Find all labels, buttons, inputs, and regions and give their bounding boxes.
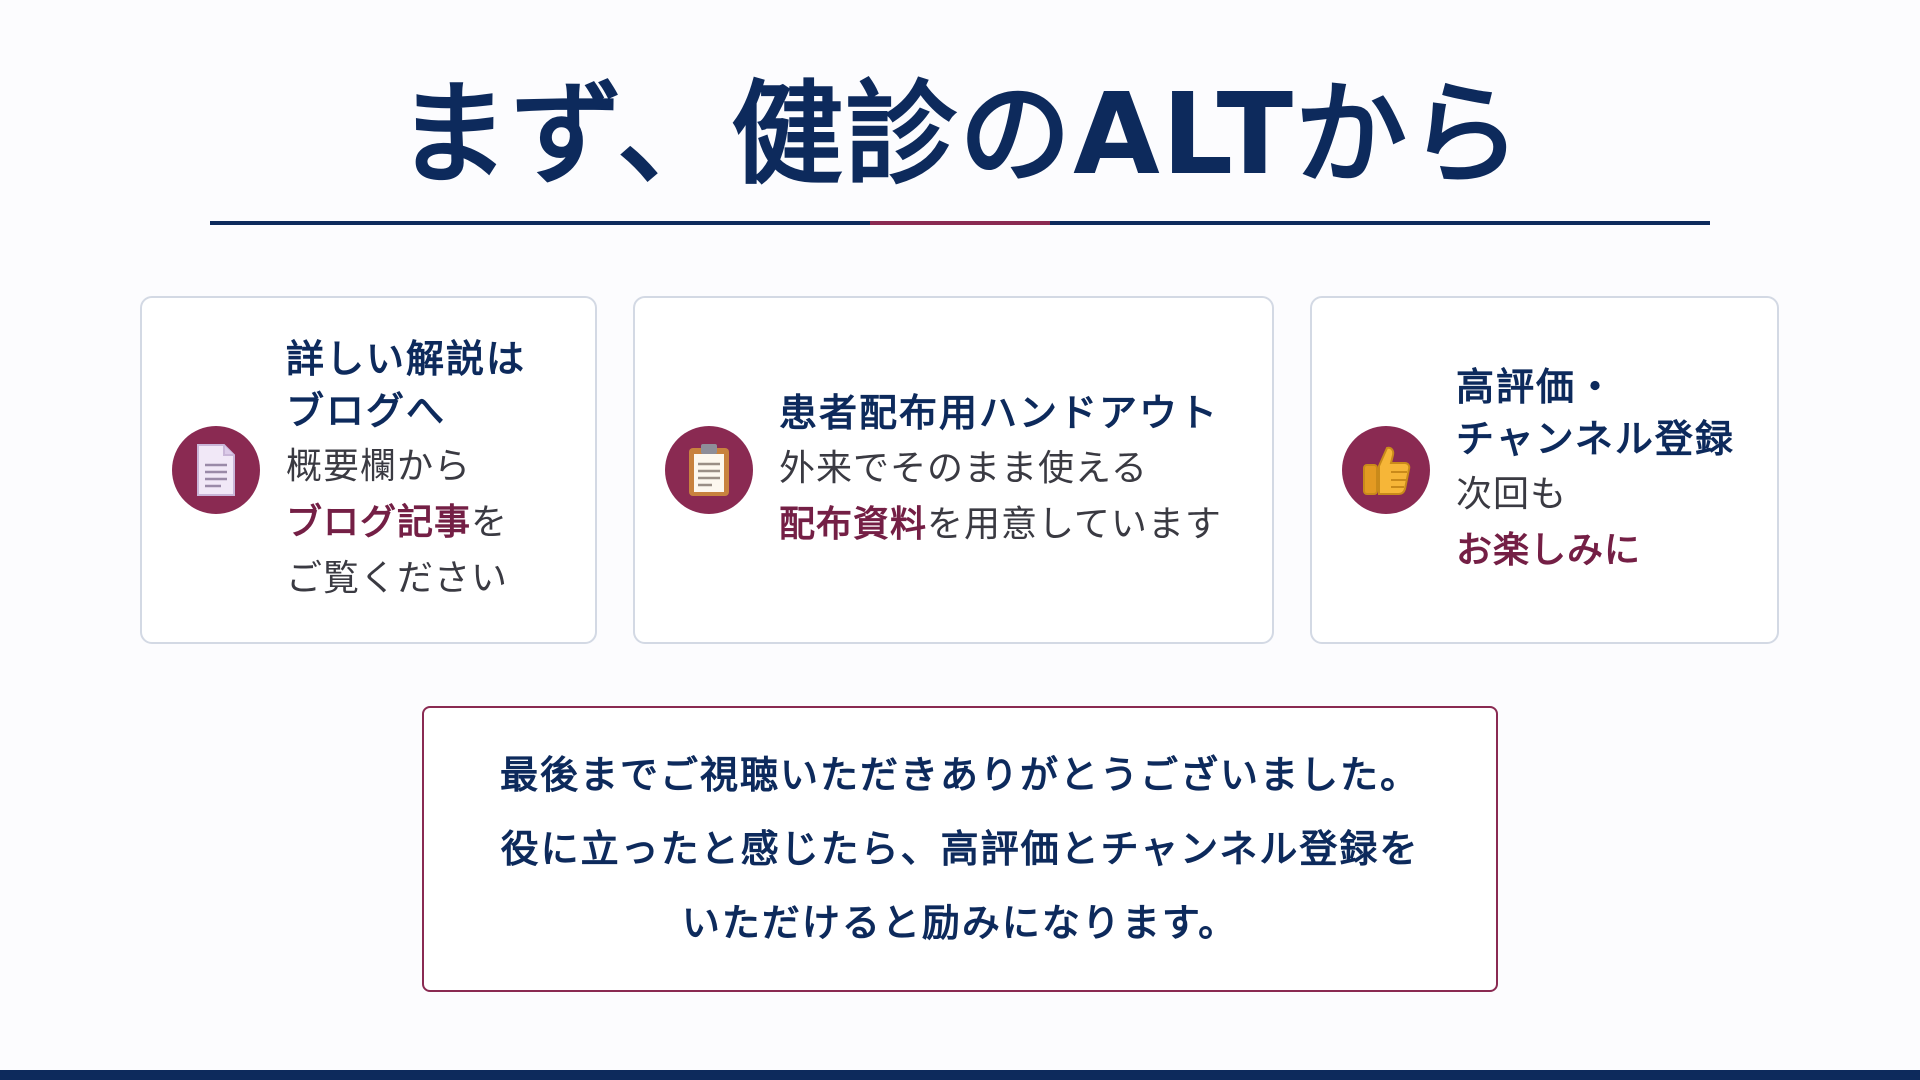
handout-card-text: 患者配布用ハンドアウト 外来でそのまま使える 配布資料を用意しています <box>779 387 1222 553</box>
blog-icon-badge <box>172 426 260 514</box>
handout-card-heading: 患者配布用ハンドアウト <box>779 391 1220 435</box>
thanks-line-2: 役に立ったと感じたら、高評価とチャンネル登録を <box>500 827 1420 871</box>
handout-card: 患者配布用ハンドアウト 外来でそのまま使える 配布資料を用意しています <box>633 296 1274 644</box>
clipboard-icon <box>689 444 729 496</box>
blog-card-body-line2-rest: を <box>471 502 509 543</box>
blog-card-heading: 詳しい解説は ブログへ <box>286 333 526 437</box>
blog-card-body-line2: ブログ記事を <box>286 495 526 551</box>
footer-bar <box>0 1070 1920 1080</box>
handout-card-accent: 配布資料 <box>779 504 928 545</box>
subscribe-card-heading: 高評価・ チャンネル登録 <box>1456 361 1735 465</box>
blog-card-heading-line2: ブログへ <box>286 389 447 433</box>
blog-card-heading-line1: 詳しい解説は <box>286 337 527 381</box>
document-icon <box>197 444 235 496</box>
thumbs-up-icon <box>1363 446 1411 495</box>
blog-card-text: 詳しい解説は ブログへ 概要欄から ブログ記事を ご覧ください <box>286 333 526 607</box>
handout-card-body: 外来でそのまま使える 配布資料を用意しています <box>779 441 1222 553</box>
blog-card: 詳しい解説は ブログへ 概要欄から ブログ記事を ご覧ください <box>140 296 597 644</box>
blog-card-accent: ブログ記事 <box>286 502 472 543</box>
page-title: まず、健診のALTから <box>396 70 1524 200</box>
subscribe-card-text: 高評価・ チャンネル登録 次回も お楽しみに <box>1456 361 1735 579</box>
subscribe-card-heading-line1: 高評価・ <box>1456 365 1617 409</box>
handout-card-body-line1: 外来でそのまま使える <box>779 448 1148 489</box>
handout-card-body-line2-rest: を用意しています <box>927 504 1222 545</box>
subscribe-icon-badge <box>1342 426 1430 514</box>
thanks-line-3: いただけると励みになります。 <box>681 901 1239 945</box>
subscribe-card-heading-line2: チャンネル登録 <box>1456 417 1735 461</box>
subscribe-card: 高評価・ チャンネル登録 次回も お楽しみに <box>1310 296 1779 644</box>
subscribe-card-body: 次回も お楽しみに <box>1456 467 1735 579</box>
subscribe-card-accent: お楽しみに <box>1456 530 1642 571</box>
subscribe-card-body-line1: 次回も <box>1456 474 1568 515</box>
handout-card-body-line2: 配布資料を用意しています <box>779 497 1222 553</box>
handout-icon-badge <box>665 426 753 514</box>
blog-card-body-line1: 概要欄から <box>286 446 472 487</box>
thanks-line-1: 最後までご視聴いただきありがとうございました。 <box>499 753 1420 797</box>
thanks-message-box: 最後までご視聴いただきありがとうございました。 役に立ったと感じたら、高評価とチ… <box>422 706 1498 992</box>
blog-card-body: 概要欄から ブログ記事を ご覧ください <box>286 439 526 607</box>
blog-card-body-line3: ご覧ください <box>286 558 509 599</box>
title-divider-accent <box>870 221 1050 225</box>
